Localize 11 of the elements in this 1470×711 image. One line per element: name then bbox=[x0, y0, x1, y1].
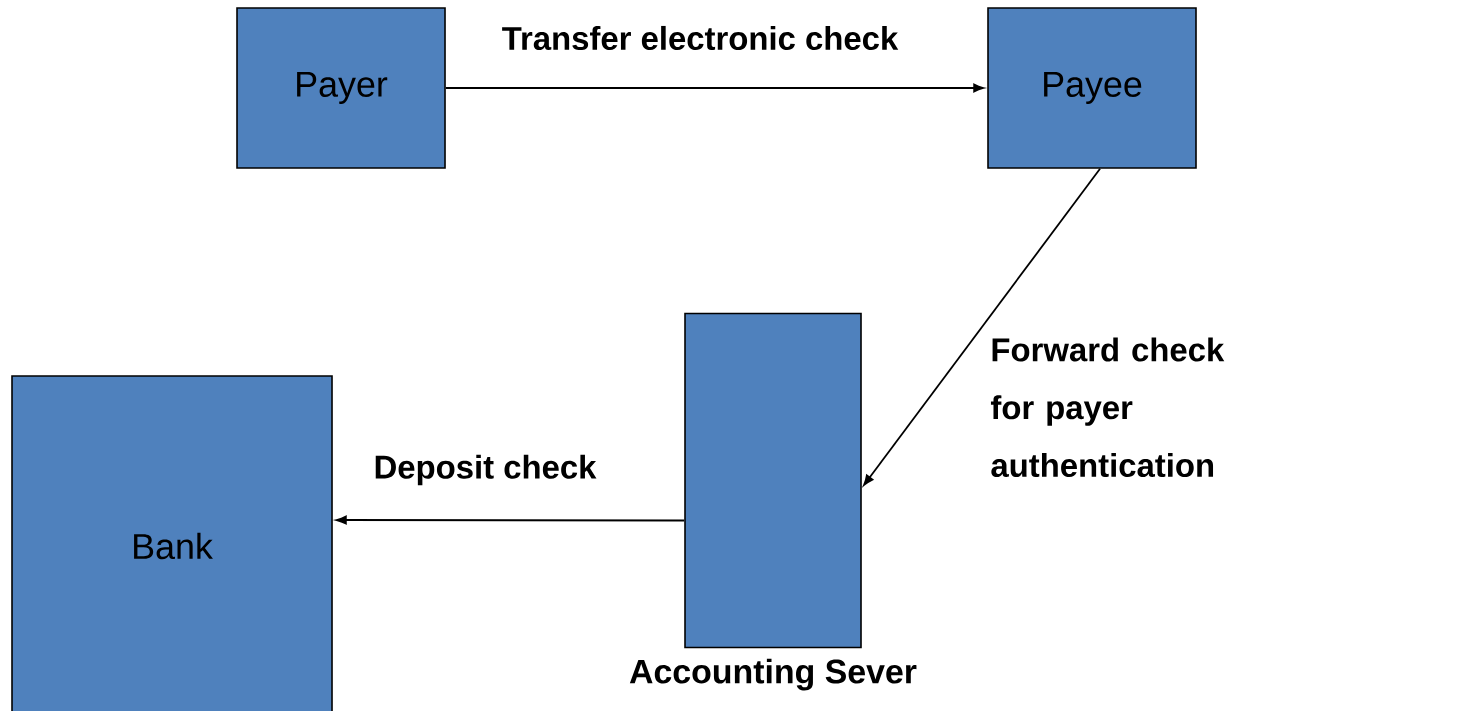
edge-label: Forward check for payer authentication bbox=[990, 337, 1225, 478]
arrow bbox=[444, 83, 985, 93]
process-box: Bank bbox=[11, 375, 333, 711]
process-box: Payer bbox=[236, 7, 446, 169]
process-box: Payee bbox=[987, 7, 1197, 169]
arrow bbox=[335, 515, 686, 525]
edge-label: Deposit check bbox=[375, 454, 597, 486]
server-box: Accounting Sever bbox=[629, 312, 917, 691]
edge-label: Transfer electronic check bbox=[502, 25, 899, 51]
node-label: Accounting Sever bbox=[629, 658, 917, 691]
arrow bbox=[863, 167, 1101, 486]
